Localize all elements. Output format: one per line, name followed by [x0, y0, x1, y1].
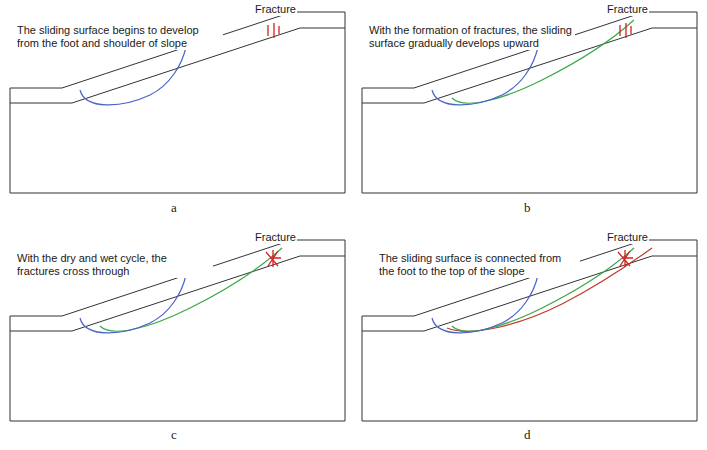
panel-letter: a — [170, 201, 178, 214]
panel-letter: c — [170, 428, 178, 441]
slope-outline — [362, 12, 697, 193]
sliding-surface-blue — [80, 47, 186, 105]
annotation-text: With the dry and wet cycle, the fracture… — [16, 252, 213, 278]
fracture-mark — [620, 23, 631, 38]
slope-outline — [10, 240, 345, 421]
slope-outline — [362, 240, 697, 421]
sliding-surface-blue — [80, 275, 186, 333]
fracture-mark — [268, 23, 279, 38]
annotation-text: Fracture — [606, 3, 649, 16]
fracture-mark — [618, 250, 633, 267]
sliding-surface-blue — [432, 275, 538, 333]
annotation-text: Fracture — [606, 231, 649, 244]
panel-letter: b — [523, 201, 532, 214]
annotation-text: With the formation of fractures, the sli… — [368, 24, 575, 50]
slope-outline — [10, 12, 345, 193]
annotation-text: Fracture — [254, 3, 297, 16]
slope-panel — [362, 240, 697, 421]
panel-letter: d — [523, 428, 532, 441]
annotation-text: The sliding surface begins to develop fr… — [16, 24, 223, 50]
slope-panel — [362, 12, 697, 193]
annotation-text: Fracture — [254, 231, 297, 244]
fracture-mark — [266, 250, 281, 267]
sliding-surface-blue — [432, 47, 538, 105]
annotation-text: The sliding surface is connected from th… — [378, 252, 580, 278]
slope-panel — [10, 240, 345, 421]
slope-panel — [10, 12, 345, 193]
